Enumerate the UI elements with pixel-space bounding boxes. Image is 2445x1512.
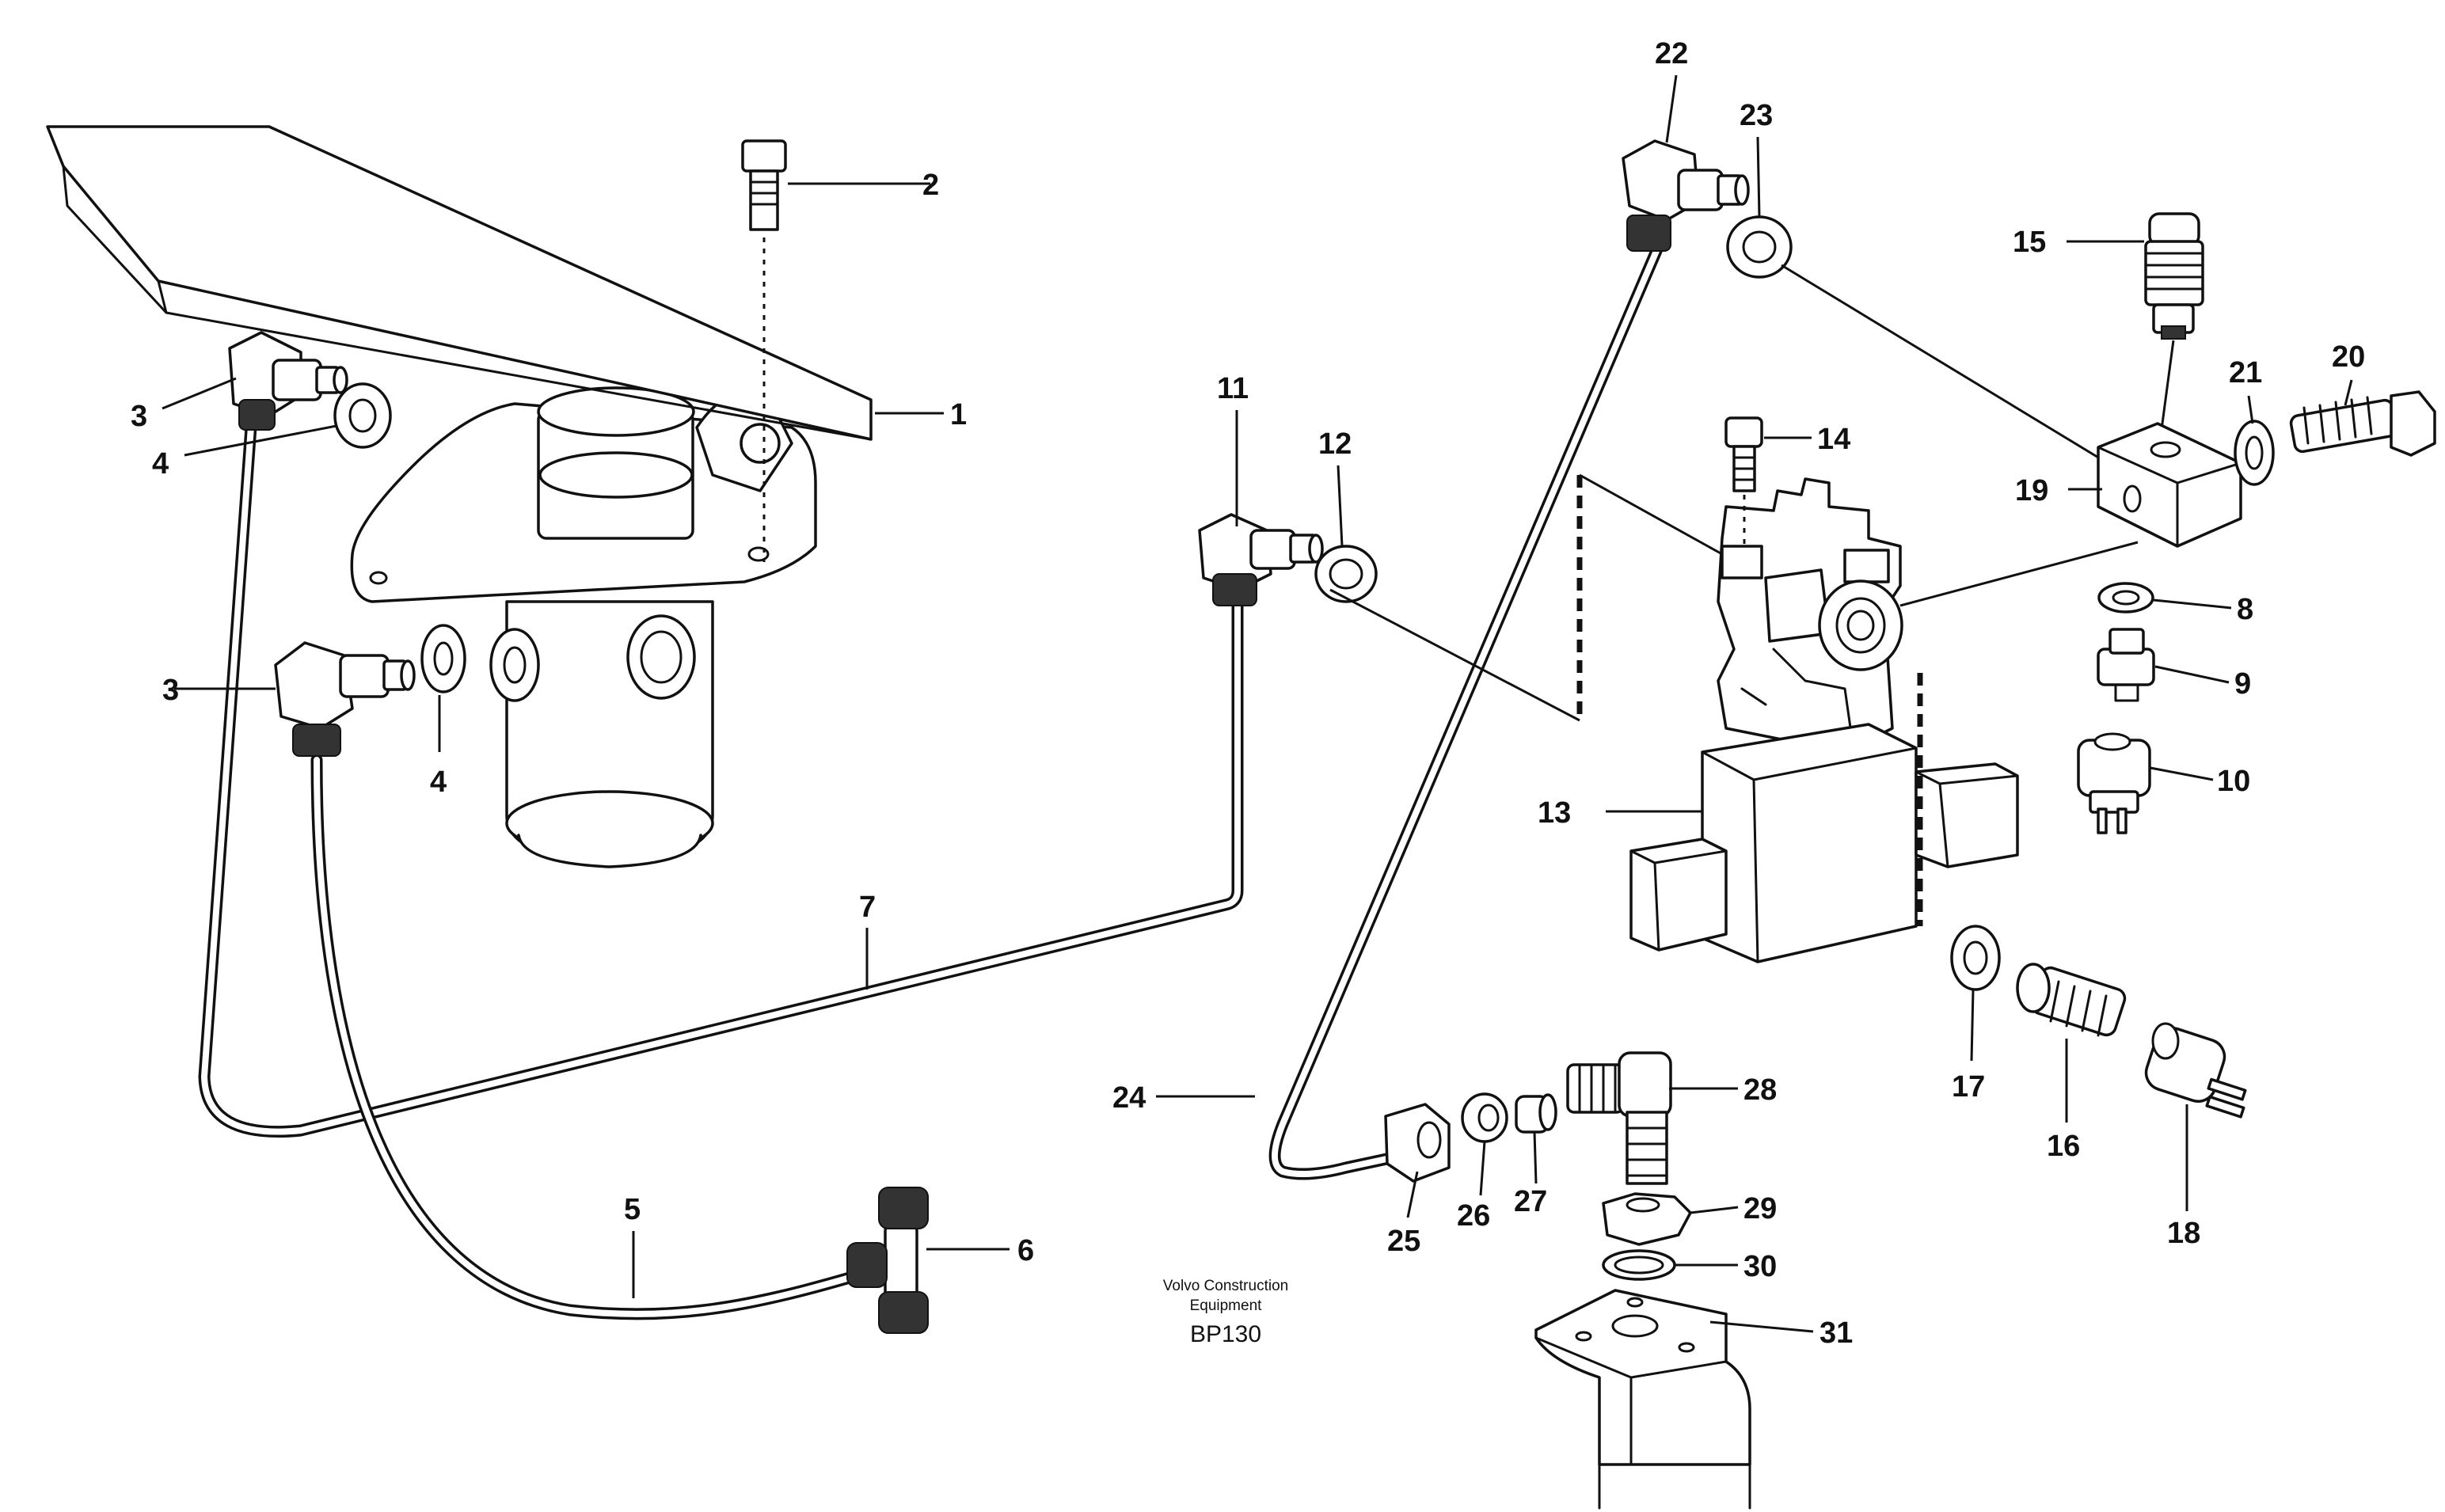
callout-17: 17 xyxy=(1952,1070,1985,1104)
o-ring-30 xyxy=(1602,1249,1676,1281)
callout-4-lower: 4 xyxy=(430,765,447,799)
screw-14 xyxy=(1724,416,1763,546)
callout-29: 29 xyxy=(1743,1192,1777,1225)
callout-14: 14 xyxy=(1817,423,1850,456)
callout-22: 22 xyxy=(1655,37,1688,70)
sensor-18 xyxy=(2144,1022,2247,1119)
callout-6: 6 xyxy=(1017,1234,1034,1267)
callout-15: 15 xyxy=(2013,226,2046,259)
junction-block-19 xyxy=(2097,422,2242,548)
callout-5: 5 xyxy=(624,1193,641,1226)
pressure-switch-15 xyxy=(2144,212,2204,460)
callout-7: 7 xyxy=(859,891,876,924)
leader-lines xyxy=(162,74,2353,1333)
nut-25 xyxy=(1384,1103,1451,1183)
nut-29 xyxy=(1602,1192,1692,1246)
caption-code: BP130 xyxy=(1190,1321,1261,1347)
tee-fitting-6 xyxy=(846,1187,929,1334)
callout-27: 27 xyxy=(1514,1185,1547,1218)
adapter-9 xyxy=(2097,628,2155,702)
sensor-16 xyxy=(2016,963,2127,1037)
callout-12: 12 xyxy=(1318,427,1352,461)
sleeve-27 xyxy=(1515,1093,1557,1134)
solenoid-valve-13 xyxy=(1629,477,2019,963)
callout-21: 21 xyxy=(2229,356,2262,389)
washer-17 xyxy=(1950,925,2001,991)
elbow-fitting-22 xyxy=(1622,139,1750,252)
washer-4-lower xyxy=(420,624,466,693)
callout-4-upper: 4 xyxy=(152,447,169,481)
callout-labels: 1 2 3 3 4 4 5 6 7 8 9 10 11 12 13 14 15 … xyxy=(131,37,2365,1350)
manufacturer-caption: Volvo Construction Equipment BP130 xyxy=(1163,1278,1288,1347)
callout-26: 26 xyxy=(1457,1199,1490,1233)
callout-3-lower: 3 xyxy=(162,674,179,707)
callout-11: 11 xyxy=(1217,372,1249,405)
callout-31: 31 xyxy=(1819,1316,1853,1350)
washer-8 xyxy=(2097,582,2154,614)
valve-housing-31 xyxy=(1534,1289,1751,1510)
elbow-fitting-3-upper xyxy=(228,331,348,431)
callout-1: 1 xyxy=(950,398,967,431)
pipe-24 xyxy=(1268,239,1665,1180)
callout-10: 10 xyxy=(2217,765,2250,798)
washer-23 xyxy=(1726,215,1793,279)
washer-21 xyxy=(2234,420,2275,486)
callout-3-upper: 3 xyxy=(131,400,147,433)
caption-line-2: Equipment xyxy=(1190,1297,1263,1314)
washer-12 xyxy=(1314,545,1378,603)
callout-19: 19 xyxy=(2015,474,2048,507)
callout-23: 23 xyxy=(1740,99,1773,132)
callout-2: 2 xyxy=(922,169,939,202)
pipe-5 xyxy=(310,754,861,1320)
callout-9: 9 xyxy=(2234,667,2251,701)
callout-18: 18 xyxy=(2167,1217,2200,1250)
elbow-fitting-3-lower xyxy=(274,641,416,757)
banjo-bolt-20 xyxy=(2289,390,2436,457)
callout-16: 16 xyxy=(2047,1130,2080,1163)
callout-25: 25 xyxy=(1387,1225,1420,1258)
brake-pedal-valve xyxy=(46,125,873,868)
callout-24: 24 xyxy=(1112,1081,1146,1115)
elbow-adapter-28 xyxy=(1566,1051,1672,1185)
sensor-10 xyxy=(2077,732,2151,834)
washer-4-upper xyxy=(333,382,392,449)
callout-20: 20 xyxy=(2332,340,2365,374)
elbow-fitting-11 xyxy=(1198,513,1324,606)
callout-30: 30 xyxy=(1743,1250,1777,1283)
bolt-2 xyxy=(741,139,787,562)
callout-28: 28 xyxy=(1743,1073,1777,1107)
callout-13: 13 xyxy=(1538,796,1571,830)
ring-26 xyxy=(1461,1092,1508,1143)
pipe-7 xyxy=(198,409,1244,1138)
callout-8: 8 xyxy=(2237,593,2253,626)
caption-line-1: Volvo Construction xyxy=(1163,1278,1288,1294)
